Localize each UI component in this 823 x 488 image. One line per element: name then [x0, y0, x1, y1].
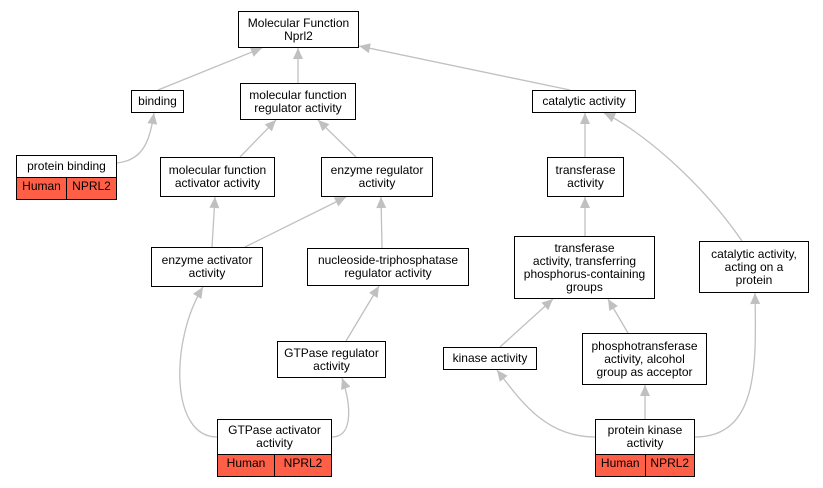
- edge-arrowhead: [359, 43, 371, 54]
- edge-arrowhead: [580, 197, 590, 208]
- gene-label: NPRL2: [274, 455, 331, 476]
- annotation-row-gtpase-activator: Human NPRL2: [217, 455, 332, 477]
- node-molecular-function-root[interactable]: Molecular Function Nprl2: [238, 11, 359, 48]
- gene-label: NPRL2: [66, 178, 116, 199]
- edge-arrowhead: [541, 299, 553, 311]
- node-nucleoside-triphosphatase-regulator-activity[interactable]: nucleoside-triphosphatase regulator acti…: [307, 248, 469, 286]
- edge-arrowhead: [640, 385, 650, 396]
- edge-catalytic_protein-to-catalytic: [603, 112, 743, 242]
- node-gtpase-regulator-activity[interactable]: GTPase regulator activity: [277, 341, 386, 378]
- edge-enzyme_activator-to-enzyme_regulator: [244, 196, 347, 248]
- edge-arrowhead: [497, 370, 508, 382]
- edge-arrowhead: [147, 113, 158, 125]
- species-label: Human: [600, 456, 640, 470]
- species-label: Human: [22, 179, 61, 193]
- node-molecular-function-regulator-activity[interactable]: molecular function regulator activity: [240, 83, 356, 120]
- edge-arrowhead: [333, 197, 346, 207]
- edge-arrowhead: [376, 197, 387, 209]
- annotation-row-protein-binding: Human NPRL2: [16, 178, 117, 200]
- edge-arrowhead: [209, 197, 220, 209]
- edge-arrowhead: [293, 48, 303, 59]
- species-label: Human: [226, 456, 266, 470]
- node-gtpase-activator-activity[interactable]: GTPase activator activity: [217, 419, 332, 455]
- edge-binding-to-mf_root: [157, 47, 263, 91]
- edge-protein_binding-to-binding: [116, 112, 155, 164]
- edge-arrowhead: [318, 120, 330, 132]
- edge-gtpase_activator-to-enzyme_activator: [179, 286, 218, 438]
- edge-arrowhead: [608, 299, 618, 312]
- node-catalytic-activity-acting-on-a-protein[interactable]: catalytic activity, acting on a protein: [699, 241, 809, 293]
- edge-protein_kinase-to-kinase: [496, 369, 596, 438]
- node-transferase-activity-transferring-phosphorus-containing-groups[interactable]: transferase activity, transferring phosp…: [514, 236, 655, 299]
- node-binding[interactable]: binding: [131, 90, 184, 113]
- node-catalytic-activity[interactable]: catalytic activity: [532, 90, 636, 113]
- edge-arrowhead: [750, 293, 761, 305]
- node-kinase-activity[interactable]: kinase activity: [443, 347, 537, 370]
- edge-arrowhead: [604, 113, 617, 123]
- node-phosphotransferase-activity-alcohol-group-as-acceptor[interactable]: phosphotransferase activity, alcohol gro…: [582, 333, 707, 385]
- edge-arrowhead: [249, 47, 262, 57]
- edge-arrowhead: [369, 286, 379, 299]
- node-protein-binding[interactable]: protein binding: [16, 155, 117, 178]
- annotation-row-protein-kinase: Human NPRL2: [595, 455, 695, 477]
- edge-arrowhead: [192, 287, 203, 299]
- edge-protein_kinase-to-catalytic_protein: [694, 292, 757, 438]
- node-enzyme-activator-activity[interactable]: enzyme activator activity: [151, 247, 263, 287]
- node-enzyme-regulator-activity[interactable]: enzyme regulator activity: [321, 157, 433, 197]
- edge-catalytic-to-mf_root: [358, 45, 571, 91]
- node-protein-kinase-activity[interactable]: protein kinase activity: [595, 419, 695, 455]
- node-transferase-activity[interactable]: transferase activity: [547, 157, 624, 197]
- edge-arrowhead: [341, 378, 351, 391]
- edge-arrowhead: [580, 113, 590, 124]
- edge-arrowhead: [264, 120, 276, 132]
- gene-label: NPRL2: [644, 455, 695, 476]
- node-molecular-function-activator-activity[interactable]: molecular function activator activity: [160, 157, 275, 197]
- edge-kinase-to-transferase_phosphorus: [499, 298, 554, 348]
